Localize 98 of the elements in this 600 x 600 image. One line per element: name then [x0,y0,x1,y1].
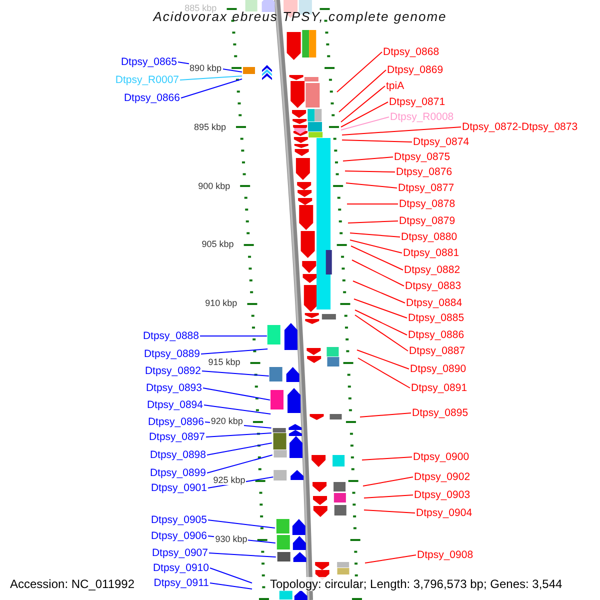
scale-label: 920 kbp [210,416,244,426]
leader-line [362,456,412,460]
gene-label: Dtpsy_0880 [401,231,458,243]
gene-label: Dtpsy_0908 [417,549,474,561]
gene-label: Dtpsy_0910 [152,562,209,574]
gene-label: tpiA [386,80,404,92]
leader-line [342,156,394,162]
scale-label: 895 kbp [192,122,227,132]
leader-line [346,182,398,188]
gene-label: Dtpsy_0905 [150,514,207,526]
scale-label: 890 kbp [188,63,223,73]
scale-label: 905 kbp [200,239,235,249]
gene-label: Dtpsy_0876 [396,166,452,178]
gene-label: Dtpsy_R0008 [390,111,454,123]
accession-label: Accession: NC_011992 [10,577,135,591]
leader-line [350,232,400,238]
leader-line [208,520,276,528]
leader-line [336,52,382,92]
leader-line [362,476,414,486]
gene-label: Dtpsy_0898 [150,449,206,461]
leader-line [350,240,402,254]
gene-label: Dtpsy_0896 [148,416,204,428]
leader-line [364,510,416,514]
leader-line [358,358,410,388]
gene-label: Dtpsy_0871 [389,96,446,108]
gene-label: Dtpsy_0903 [414,489,470,501]
leader-line [200,348,268,354]
gene-label: Dtpsy_0906 [150,530,207,542]
gene-label: Dtpsy_0893 [146,382,202,394]
gene-label: Dtpsy_0875 [394,151,450,163]
leader-line [360,412,412,418]
gene-label: Dtpsy_0887 [409,345,466,357]
leader-line [206,442,272,456]
gene-label: Dtpsy_0884 [406,297,462,309]
leader-line [352,260,404,286]
gene-label: Dtpsy_0882 [404,264,460,276]
leader-line [340,116,390,130]
genome-info-label: Topology: circular; Length: 3,796,573 bp; Genes: 3,544 [270,577,562,591]
gene-label: Dtpsy_0889 [144,348,200,360]
leader-line [180,78,242,98]
leader-line [354,314,408,352]
scale-label: 885 kbp [184,3,218,13]
gene-label: Dtpsy_0886 [408,329,464,341]
gene-label: Dtpsy_R0007 [115,74,179,86]
gene-label: Dtpsy_0892 [144,365,201,377]
leader-line [364,494,414,498]
gene-label: Dtpsy_0900 [413,451,470,463]
gene-label: Dtpsy_0907 [152,547,208,559]
gene-label: Dtpsy_0869 [387,64,444,76]
gene-label: Dtpsy_0890 [410,363,466,375]
gene-label: Dtpsy_0894 [146,399,203,411]
leader-line [340,86,386,122]
scale-label: 915 kbp [207,357,242,367]
scale-label: 925 kbp [212,475,246,485]
leader-line [354,298,408,318]
gene-label: Dtpsy_0891 [411,382,468,394]
gene-label: Dtpsy_0901 [150,482,207,494]
leader-line [202,370,270,376]
leader-line [208,552,276,558]
leader-line [350,246,404,270]
scale-label: 900 kbp [197,181,232,191]
leader-line [210,568,252,584]
gene-label: Dtpsy_0881 [403,247,460,259]
leader-line [210,582,252,590]
scale-label: 930 kbp [214,534,248,544]
gene-label: Dtpsy_0885 [408,312,464,324]
gene-label: Dtpsy_0877 [398,182,454,194]
scale-label: 910 kbp [204,298,238,308]
leader-line [342,126,462,136]
gene-label: Dtpsy_0899 [150,467,206,479]
leader-line [338,70,386,112]
leader-line [344,170,396,172]
leader-line [354,310,408,336]
gene-label: Dtpsy_0872-Dtpsy_0873 [462,121,578,133]
leader-line [348,220,398,224]
leader-line [180,76,242,80]
gene-label: Dtpsy_0904 [416,507,472,519]
gene-label: Dtpsy_0868 [383,46,440,58]
leader-line [356,350,410,370]
leader-line [340,102,388,128]
gene-label: Dtpsy_0888 [142,330,199,342]
gene-label: Dtpsy_0866 [124,92,180,104]
leader-line [206,454,273,474]
gene-label: Dtpsy_0874 [413,136,470,148]
gene-label: Dtpsy_0865 [120,56,177,68]
gene-label: Dtpsy_0897 [148,431,205,443]
leader-line [364,554,416,564]
gene-label: Dtpsy_0911 [154,577,209,589]
gene-label: Dtpsy_0895 [412,407,468,419]
gene-label: Dtpsy_0879 [399,215,456,227]
leader-line [206,432,272,438]
gene-label: Dtpsy_0902 [414,471,470,483]
leader-line [202,388,270,400]
leader-line [352,280,406,304]
gene-label: Dtpsy_0878 [399,198,456,210]
leader-line [342,140,412,142]
gene-label: Dtpsy_0883 [405,280,462,292]
leader-line [204,404,272,414]
